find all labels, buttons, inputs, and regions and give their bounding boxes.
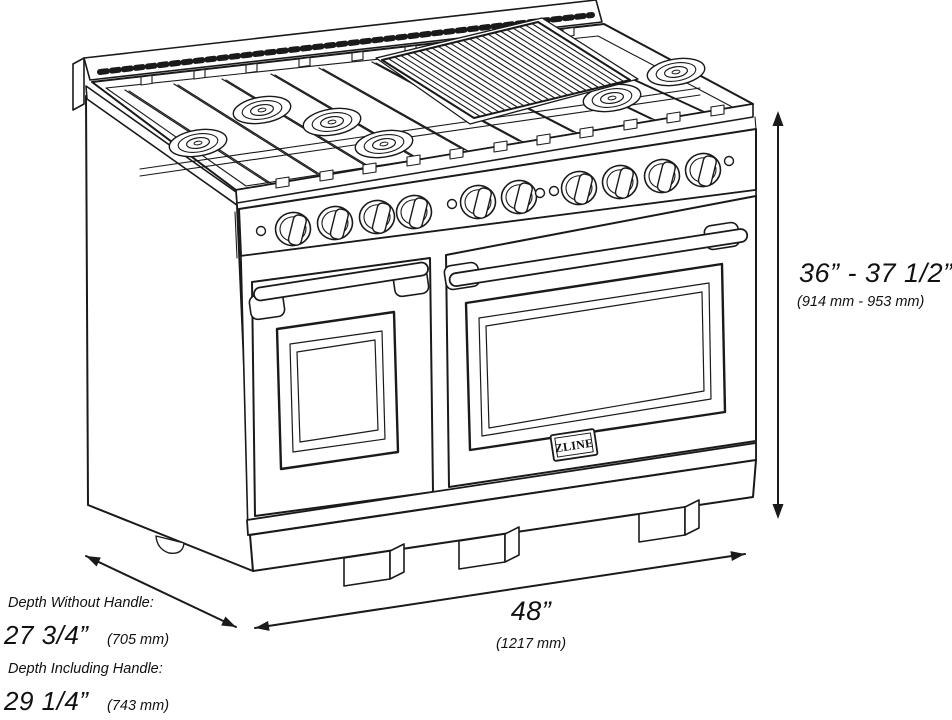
arrowhead-downright-icon bbox=[221, 616, 236, 627]
control-knob bbox=[459, 184, 497, 220]
control-knob bbox=[395, 194, 433, 230]
control-knob bbox=[274, 211, 312, 247]
zline-badge: ZLINE bbox=[549, 428, 599, 462]
arrowhead-up-icon bbox=[772, 111, 784, 126]
leveling-foot bbox=[343, 543, 405, 587]
depth-labels: Depth Without Handle: 27 3/4” (705 mm) D… bbox=[3, 595, 169, 716]
base bbox=[246, 442, 757, 587]
left-oven-door bbox=[248, 257, 434, 517]
control-knob bbox=[316, 205, 354, 241]
burner bbox=[354, 129, 414, 159]
range-isometric-drawing: ZLINE bbox=[72, 0, 757, 587]
arrowhead-upleft-icon bbox=[86, 556, 101, 567]
plinth bbox=[249, 459, 757, 572]
backguard-vent-slots bbox=[97, 12, 595, 75]
burner bbox=[646, 57, 706, 87]
burners bbox=[168, 57, 706, 159]
arrowhead-right-icon bbox=[730, 551, 745, 561]
width-metric: (1217 mm) bbox=[496, 636, 566, 652]
left-door-window bbox=[275, 310, 400, 471]
right-door-window bbox=[464, 262, 727, 452]
burner bbox=[232, 95, 292, 125]
width-value: 48” bbox=[511, 596, 552, 626]
leveling-foot bbox=[638, 499, 700, 543]
center-grill bbox=[375, 17, 639, 125]
control-knob bbox=[684, 152, 722, 188]
control-knob bbox=[500, 179, 538, 215]
depth-without-handle-label: Depth Without Handle: bbox=[8, 595, 154, 611]
side-leveling-foot bbox=[155, 535, 185, 554]
height-value: 36” - 37 1/2” bbox=[799, 258, 952, 288]
badge-text: ZLINE bbox=[554, 436, 595, 456]
left-door-handle bbox=[248, 261, 430, 321]
leveling-foot bbox=[458, 526, 520, 570]
burner bbox=[302, 107, 362, 137]
depth-including-handle-value: 29 1/4” bbox=[3, 686, 89, 716]
depth-including-handle-label: Depth Including Handle: bbox=[8, 661, 163, 677]
control-knob bbox=[601, 164, 639, 200]
control-knob bbox=[358, 199, 396, 235]
right-door-handle bbox=[443, 221, 749, 291]
right-oven-door: ZLINE bbox=[443, 195, 757, 488]
width-dimension: 48” (1217 mm) bbox=[254, 551, 746, 652]
indicator-light bbox=[548, 185, 560, 197]
backguard-rail bbox=[72, 0, 603, 111]
control-knobs bbox=[255, 152, 735, 247]
height-metric: (914 mm - 953 mm) bbox=[797, 294, 924, 310]
burner bbox=[582, 83, 642, 113]
depth-including-handle-metric: (743 mm) bbox=[107, 698, 169, 714]
control-knob bbox=[560, 170, 598, 206]
indicator-light bbox=[534, 187, 546, 199]
indicator-light bbox=[723, 155, 735, 167]
control-knob bbox=[643, 158, 681, 194]
burner bbox=[168, 128, 228, 158]
height-dimension: 36” - 37 1/2” (914 mm - 953 mm) bbox=[772, 111, 952, 519]
arrowhead-left-icon bbox=[255, 621, 270, 631]
arrowhead-down-icon bbox=[772, 504, 784, 519]
depth-without-handle-metric: (705 mm) bbox=[107, 632, 169, 648]
indicator-light bbox=[255, 225, 267, 237]
cooktop bbox=[85, 17, 754, 206]
depth-dimension bbox=[85, 555, 237, 628]
depth-without-handle-value: 27 3/4” bbox=[3, 620, 89, 650]
indicator-light bbox=[446, 198, 458, 210]
oven-doors: ZLINE bbox=[248, 195, 757, 517]
